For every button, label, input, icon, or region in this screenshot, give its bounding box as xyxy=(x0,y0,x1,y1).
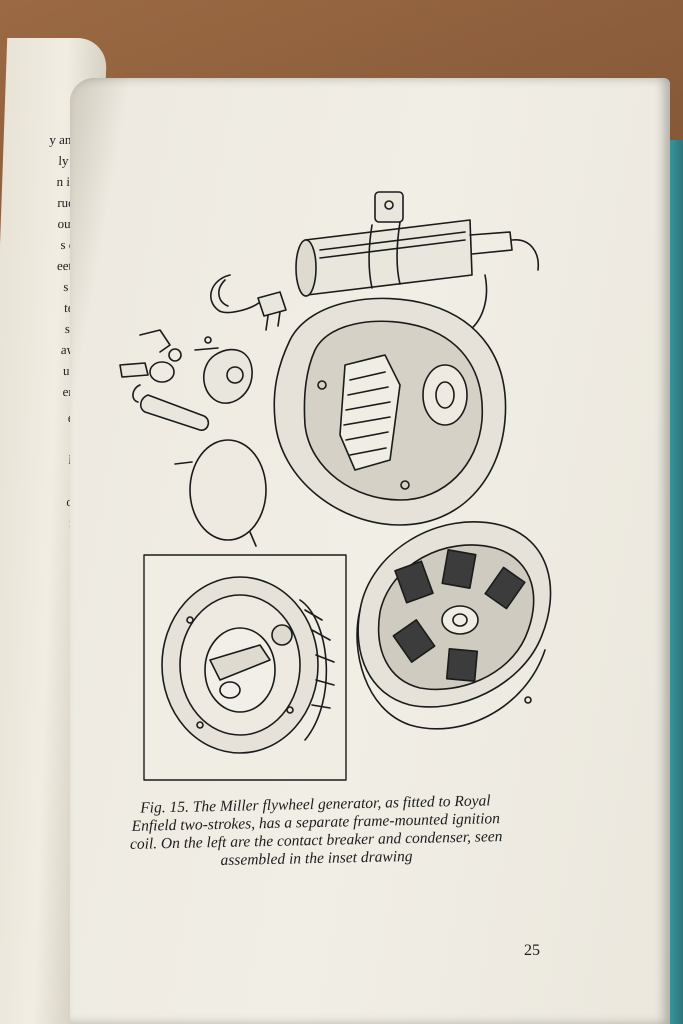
flywheel-rotor-drawing xyxy=(356,521,552,730)
page-number: 25 xyxy=(524,942,540,959)
figure-caption: Fig. 15. The Miller flywheel generator, … xyxy=(85,791,546,873)
plug-lead-drawing xyxy=(210,274,287,331)
cover-plate-drawing xyxy=(174,439,267,547)
generator-housing-drawing xyxy=(273,297,507,526)
inset-drawing xyxy=(143,554,347,781)
generator-illustration xyxy=(119,191,552,781)
contact-breaker-parts-drawing xyxy=(119,329,253,431)
ignition-coil-drawing xyxy=(295,191,539,331)
